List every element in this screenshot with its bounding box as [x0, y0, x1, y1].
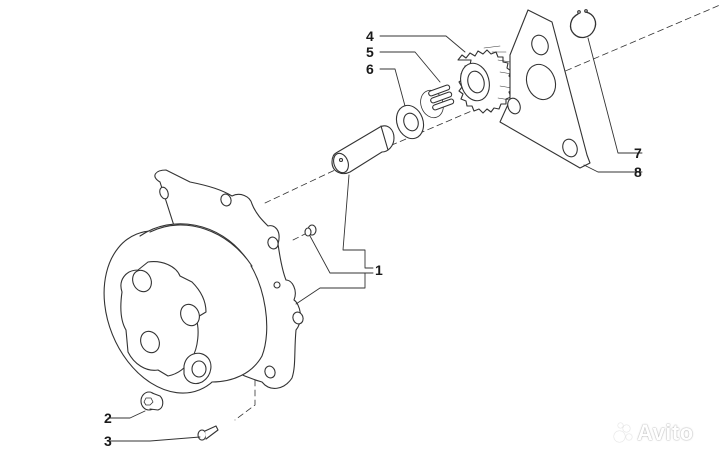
needle-bearing-part	[420, 84, 455, 119]
avito-logo-icon	[614, 423, 634, 443]
callout-1: 1	[375, 262, 383, 278]
pump-housing	[103, 169, 304, 394]
housing-fitting	[304, 224, 317, 237]
washer-part	[395, 104, 425, 140]
plug-part	[140, 391, 164, 411]
callout-5: 5	[366, 44, 374, 60]
circlip-part	[569, 9, 597, 39]
watermark-text: Avito	[637, 420, 694, 445]
screw-part	[197, 425, 219, 441]
callout-6: 6	[366, 61, 374, 77]
plate-part	[499, 9, 591, 169]
gear-part	[457, 45, 514, 114]
callout-2: 2	[104, 410, 112, 426]
shaft-pin	[331, 125, 395, 175]
callout-4: 4	[366, 28, 374, 44]
leader-lines	[107, 35, 643, 442]
callout-7: 7	[634, 145, 642, 161]
callout-8: 8	[634, 164, 642, 180]
avito-watermark: Avito	[614, 420, 694, 446]
callout-3: 3	[104, 433, 112, 449]
